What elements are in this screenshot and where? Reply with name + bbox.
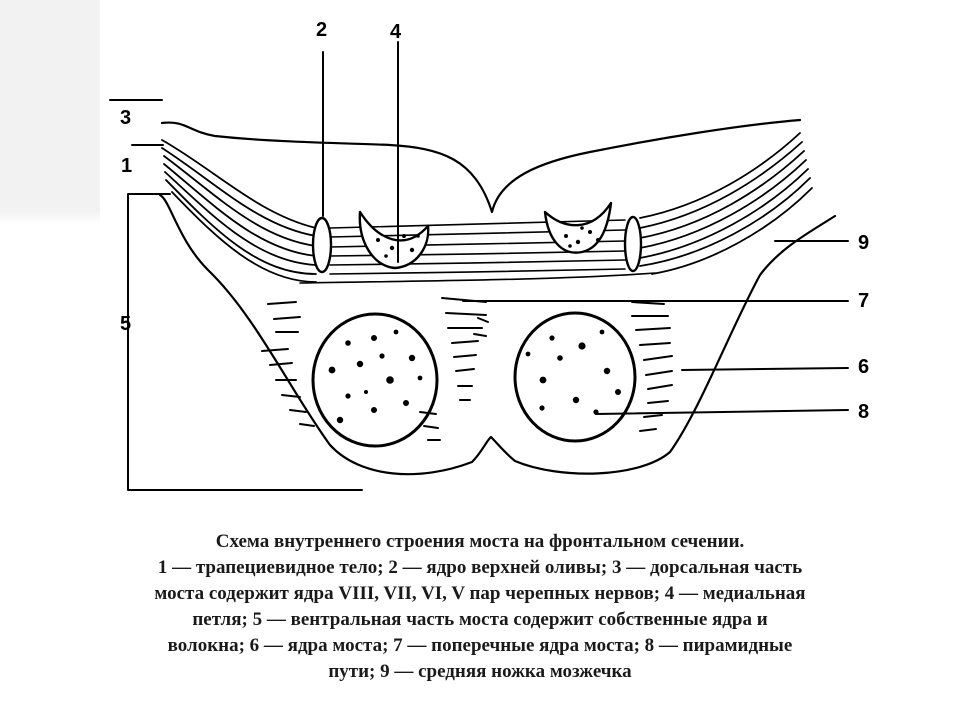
leader-8: [595, 409, 849, 415]
label-5: 5: [120, 313, 131, 335]
label-7: 7: [858, 290, 869, 312]
medial-lemniscus-right: [543, 201, 613, 254]
caption-line-2: 1 — трапециевидное тело; 2 — ядро верхне…: [157, 557, 803, 578]
pyramidal-tract-left: [311, 312, 439, 448]
label-8: 8: [858, 401, 869, 423]
label-9: 9: [858, 232, 869, 254]
trapezoid-body-right-fibers: [639, 132, 813, 275]
trapezoid-body-left-fibers: [161, 139, 317, 283]
caption-line-6: пути; 9 — средняя ножка мозжечка: [328, 661, 632, 682]
transverse-pontine-fibers-left: [261, 301, 441, 441]
superior-olive-right: [623, 215, 643, 273]
pyramidal-tract-right: [513, 311, 637, 443]
leader-5: [127, 193, 363, 491]
caption-line-5: волокна; 6 — ядра моста; 7 — поперечные …: [167, 635, 793, 656]
pyramidal-tract-right-dots: [525, 329, 621, 415]
medial-lemniscus-left: [358, 210, 430, 270]
medial-lemniscus-dots: [376, 226, 600, 258]
label-3: 3: [120, 107, 131, 129]
label-1: 1: [121, 155, 132, 177]
pyramidal-tract-left-dots: [328, 329, 423, 424]
transverse-pontine-fibers-middle: [441, 297, 489, 401]
caption-line-3: моста содержит ядра VIII, VII, VI, V пар…: [154, 583, 806, 604]
label-2: 2: [316, 19, 327, 41]
dorsal-outline: [160, 118, 802, 214]
superior-olive-left: [311, 216, 333, 274]
leader-6: [681, 367, 849, 371]
label-4: 4: [390, 21, 402, 43]
ventral-outline: [158, 193, 837, 476]
figure-caption: Схема внутреннего строения моста на фрон…: [40, 529, 920, 685]
transverse-pontine-fibers-right: [631, 301, 673, 432]
caption-line-1: Схема внутреннего строения моста на фрон…: [215, 531, 745, 552]
label-6: 6: [858, 356, 869, 378]
slide-corner-shade: [0, 0, 100, 224]
caption-line-4: петля; 5 — вентральная часть моста содер…: [192, 609, 768, 630]
